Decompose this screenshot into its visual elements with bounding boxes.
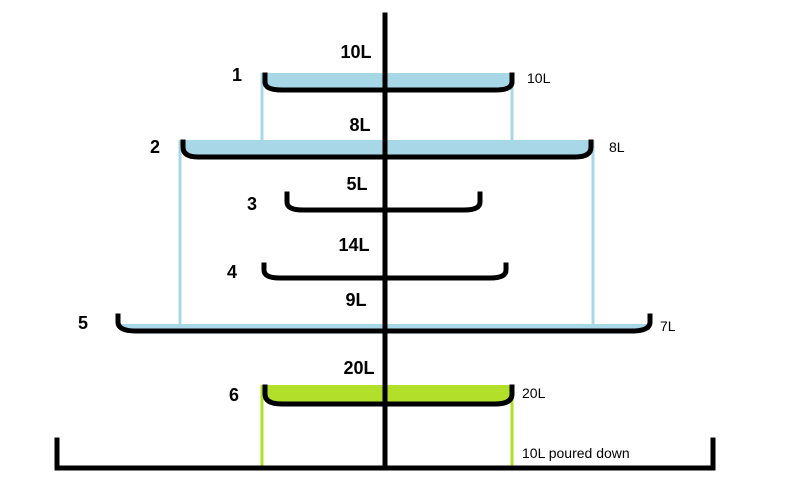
- bowl-1: [262, 72, 515, 93]
- bowl-1-content: 10L: [527, 70, 551, 86]
- bowl-3-capacity: 5L: [346, 174, 367, 194]
- bowl-3-number: 3: [247, 194, 257, 214]
- bowl-4-capacity: 14L: [338, 235, 369, 255]
- pour-lines: [178, 73, 595, 466]
- bowl-5-capacity: 9L: [345, 290, 366, 310]
- bowl-numbers: 1 2 3 4 5 6: [78, 65, 257, 405]
- floor-note: 10L poured down: [522, 445, 630, 461]
- content-labels: 10L 8L 7L 20L 10L poured down: [522, 70, 676, 461]
- bowl-1-capacity: 10L: [340, 42, 371, 62]
- bowl-1-number: 1: [232, 65, 242, 85]
- floor-base: [54, 437, 716, 471]
- capacity-labels: 10L 8L 5L 14L 9L 20L: [338, 42, 374, 378]
- bowl-5-content: 7L: [660, 318, 676, 334]
- bowl-2-content: 8L: [609, 139, 625, 155]
- bowl-4-number: 4: [227, 262, 237, 282]
- bowl-6-capacity: 20L: [343, 358, 374, 378]
- bowl-2-number: 2: [150, 137, 160, 157]
- bowl-5-number: 5: [78, 313, 88, 333]
- bowl-6: [262, 384, 515, 407]
- bowl-2-capacity: 8L: [349, 115, 370, 135]
- bowl-6-content: 20L: [522, 385, 546, 401]
- bowl-6-number: 6: [229, 385, 239, 405]
